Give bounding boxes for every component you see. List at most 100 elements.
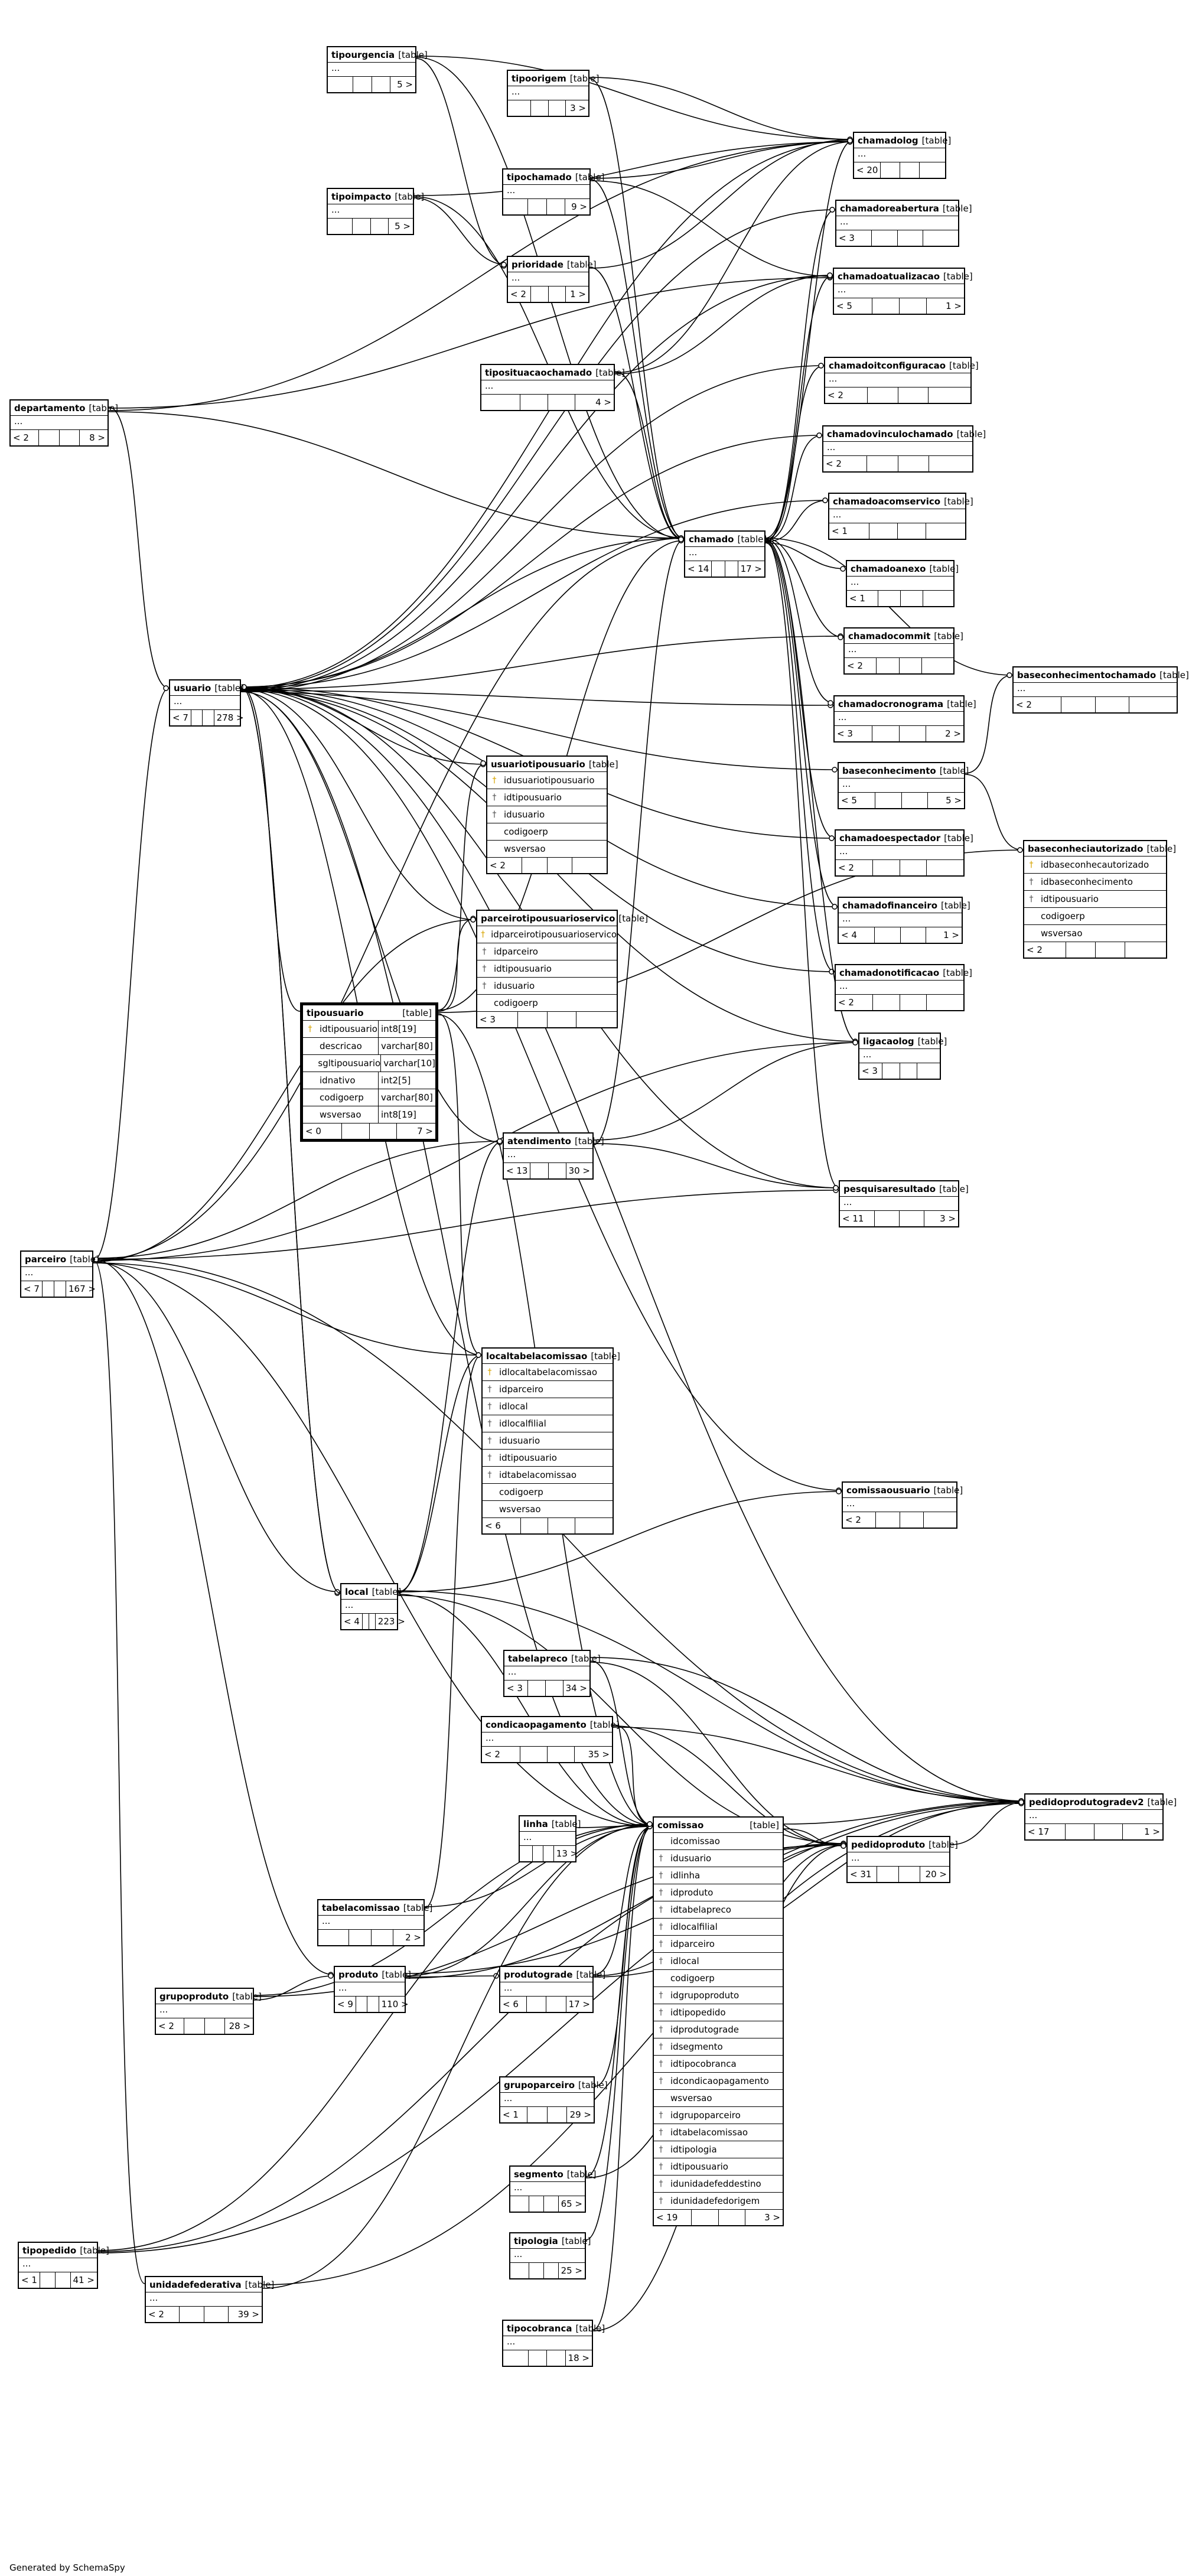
table-header[interactable]: chamadoespectador[table] [836, 831, 973, 846]
parents-count[interactable]: 34 > [565, 1683, 587, 1694]
table-header[interactable]: ligacaolog[table] [859, 1034, 947, 1049]
table-tipologia[interactable]: tipologia[table]...25 > [509, 2232, 591, 2279]
children-count[interactable]: < 3 [836, 230, 872, 246]
children-count[interactable]: < 19 [654, 2210, 692, 2225]
parents-count[interactable]: 30 > [568, 1165, 590, 1176]
table-header[interactable]: tipocobranca[table] [503, 2321, 605, 2336]
table-tiposituacaochamado[interactable]: tiposituacaochamado[table]...4 > [480, 364, 625, 411]
parents-count[interactable]: 25 > [561, 2265, 583, 2276]
children-count[interactable]: < 2 [843, 1512, 877, 1528]
table-chamadoreabertura[interactable]: chamadoreabertura[table]...< 3 [835, 200, 972, 247]
children-count[interactable]: < 3 [504, 1681, 529, 1696]
parents-count[interactable]: 39 > [237, 2309, 259, 2320]
children-count[interactable]: < 14 [685, 561, 712, 577]
table-baseconhecimentochamado[interactable]: baseconhecimentochamado[table]...< 2 [1012, 666, 1189, 714]
parents-count[interactable]: 3 > [940, 1213, 956, 1224]
table-header[interactable]: tipoimpacto[table] [328, 189, 424, 204]
children-count[interactable]: < 2 [845, 658, 877, 673]
children-count[interactable]: < 1 [19, 2272, 40, 2288]
parents-count[interactable]: 167 > [68, 1284, 96, 1294]
parents-count[interactable]: 35 > [588, 1749, 610, 1760]
table-tipourgencia[interactable]: tipourgencia[table]...5 > [327, 46, 428, 93]
parents-count[interactable]: 1 > [1144, 1826, 1160, 1837]
parents-count[interactable]: 41 > [73, 2275, 95, 2285]
children-count[interactable]: < 2 [836, 995, 874, 1010]
children-count[interactable]: < 3 [835, 726, 872, 741]
children-count[interactable]: < 5 [834, 298, 872, 314]
children-count[interactable]: < 1 [829, 523, 869, 539]
table-segmento[interactable]: segmento[table]...65 > [509, 2165, 597, 2213]
children-count[interactable]: < 11 [840, 1211, 875, 1226]
parents-count[interactable]: 5 > [395, 221, 411, 232]
table-header[interactable]: linha[table] [520, 1816, 581, 1832]
table-comissao[interactable]: comissao[table]idcomissao†idusuario†idli… [653, 1816, 784, 2226]
table-header[interactable]: chamadoanexo[table] [847, 561, 959, 577]
parents-count[interactable]: 3 > [570, 103, 586, 113]
children-count[interactable]: < 2 [823, 456, 868, 471]
children-count[interactable]: < 2 [825, 387, 868, 403]
parents-count[interactable]: 2 > [405, 1932, 421, 1943]
children-count[interactable]: < 4 [341, 1614, 363, 1629]
table-header[interactable]: tipochamado[table] [503, 170, 605, 185]
table-header[interactable]: chamadovinculochamado[table] [823, 426, 986, 442]
table-header[interactable]: baseconhecimentochamado[table] [1014, 667, 1189, 683]
parents-count[interactable]: 1 > [946, 301, 962, 311]
table-comissaousuario[interactable]: comissaousuario[table]...< 2 [842, 1481, 963, 1529]
parents-count[interactable]: 29 > [569, 2109, 591, 2120]
children-count[interactable]: < 2 [11, 430, 39, 445]
children-count[interactable]: < 5 [839, 793, 876, 808]
table-header[interactable]: parceiro[table] [21, 1252, 99, 1267]
children-count[interactable]: < 20 [854, 162, 881, 178]
parents-count[interactable]: 65 > [561, 2199, 583, 2209]
table-header[interactable]: condicaopagamento[table] [482, 1717, 619, 1732]
table-header[interactable]: prioridade[table] [508, 257, 597, 272]
table-header[interactable]: tipousuario[table] [303, 1005, 435, 1021]
children-count[interactable]: < 2 [1014, 697, 1062, 712]
parents-count[interactable]: 13 > [556, 1848, 578, 1859]
parents-count[interactable]: 7 > [417, 1126, 433, 1136]
table-header[interactable]: grupoparceiro[table] [500, 2077, 608, 2093]
parents-count[interactable]: 28 > [229, 2021, 250, 2031]
children-count[interactable]: < 2 [156, 2018, 184, 2034]
parents-count[interactable]: 110 > [381, 1999, 409, 2010]
parents-count[interactable]: 3 > [764, 2212, 780, 2223]
table-header[interactable]: tiposituacaochamado[table] [481, 365, 625, 380]
table-chamadonotificacao[interactable]: chamadonotificacao[table]...< 2 [835, 964, 972, 1011]
table-header[interactable]: chamado[table] [685, 532, 767, 547]
table-header[interactable]: comissaousuario[table] [843, 1483, 963, 1498]
table-usuariotipousuario[interactable]: usuariotipousuario[table]†idusuariotipou… [486, 755, 618, 874]
parents-count[interactable]: 4 > [595, 397, 611, 408]
table-header[interactable]: chamadoreabertura[table] [836, 201, 972, 216]
table-header[interactable]: chamadoatualizacao[table] [834, 269, 973, 284]
children-count[interactable]: < 31 [848, 1867, 878, 1882]
children-count[interactable]: < 2 [482, 1747, 520, 1762]
parents-count[interactable]: 17 > [568, 1999, 590, 2010]
table-header[interactable]: tipourgencia[table] [328, 47, 428, 63]
table-header[interactable]: parceirotipousuarioservico[table] [477, 911, 648, 926]
table-localtabelacomissao[interactable]: localtabelacomissao[table]†idlocaltabela… [481, 1347, 620, 1535]
table-header[interactable]: grupoproduto[table] [156, 1989, 262, 2004]
children-count[interactable]: < 1 [500, 2107, 527, 2122]
children-count[interactable]: < 7 [21, 1281, 43, 1297]
table-tipoimpacto[interactable]: tipoimpacto[table]...5 > [327, 188, 424, 235]
table-header[interactable]: tabelapreco[table] [504, 1651, 601, 1666]
table-chamadoanexo[interactable]: chamadoanexo[table]...< 1 [846, 560, 959, 607]
table-header[interactable]: baseconheciautorizado[table] [1024, 841, 1176, 857]
table-chamadoacomservico[interactable]: chamadoacomservico[table]...< 1 [828, 493, 973, 540]
table-header[interactable]: baseconhecimento[table] [839, 763, 969, 779]
table-header[interactable]: departamento[table] [11, 400, 118, 416]
table-header[interactable]: pedidoproduto[table] [848, 1837, 958, 1852]
parents-count[interactable]: 17 > [740, 564, 762, 574]
